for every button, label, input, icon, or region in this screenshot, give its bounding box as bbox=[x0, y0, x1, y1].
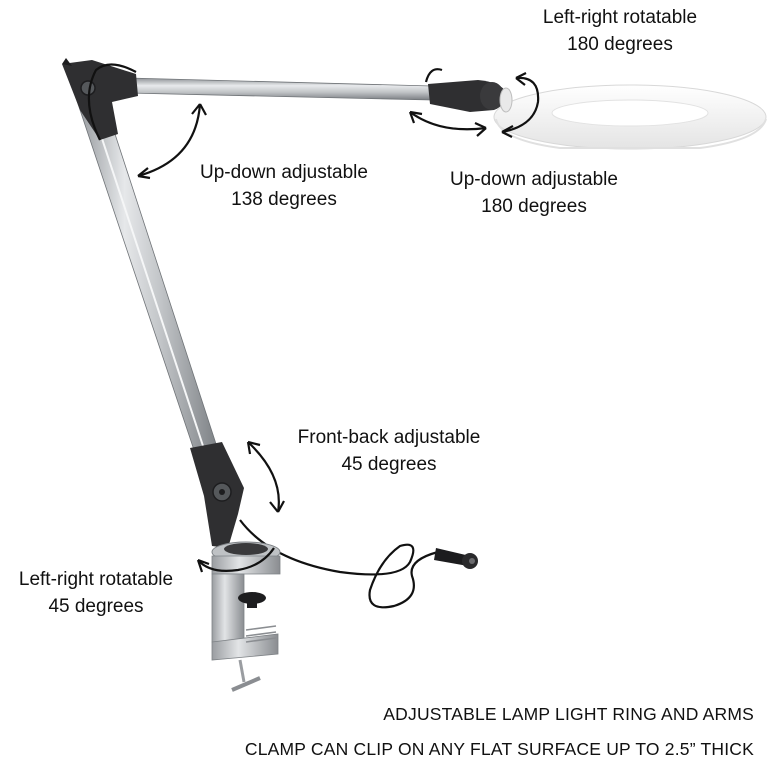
base-rotation-label: Left-right rotatable 45 degrees bbox=[0, 566, 192, 620]
head-tilt-line1: Up-down adjustable bbox=[450, 169, 618, 190]
head-tilt-line2: 180 degrees bbox=[481, 196, 587, 217]
power-cable bbox=[87, 63, 439, 609]
lower-joint-line1: Front-back adjustable bbox=[297, 427, 481, 448]
light-ring bbox=[493, 84, 767, 150]
head-rotation-line2: 180 degrees bbox=[567, 34, 673, 55]
head-tilt-label: Up-down adjustable 180 degrees bbox=[426, 166, 642, 220]
lower-joint-arrow bbox=[247, 441, 280, 513]
head-rotation-arrow bbox=[501, 76, 540, 134]
elbow-joint bbox=[62, 58, 138, 140]
lower-joint-label: Front-back adjustable 45 degrees bbox=[272, 424, 506, 478]
upper-arm bbox=[127, 77, 433, 101]
head-joint bbox=[428, 80, 513, 113]
head-rotation-label: Left-right rotatable 180 degrees bbox=[520, 4, 720, 58]
upper-joint-line1: Up-down adjustable bbox=[200, 162, 368, 183]
power-plug bbox=[434, 548, 478, 569]
base-rotation-line2: 45 degrees bbox=[48, 596, 144, 617]
upper-joint-label: Up-down adjustable 138 degrees bbox=[176, 159, 392, 213]
base-rotation-arrow bbox=[197, 547, 275, 572]
caption-line-2: CLAMP CAN CLIP ON ANY FLAT SURFACE UP TO… bbox=[244, 739, 754, 759]
head-rotation-line1: Left-right rotatable bbox=[542, 7, 698, 28]
lower-joint-line2: 45 degrees bbox=[341, 454, 437, 475]
main-arm bbox=[73, 87, 219, 457]
base-joint bbox=[190, 442, 244, 548]
head-tilt-arrow bbox=[409, 111, 487, 131]
upper-joint-arrow bbox=[137, 103, 202, 178]
adjustment-arrows bbox=[137, 68, 540, 573]
desk-clamp bbox=[211, 541, 281, 692]
base-rotation-line1: Left-right rotatable bbox=[18, 569, 174, 590]
upper-joint-line2: 138 degrees bbox=[231, 189, 337, 210]
caption-line-1: ADJUSTABLE LAMP LIGHT RING AND ARMS bbox=[383, 704, 754, 724]
